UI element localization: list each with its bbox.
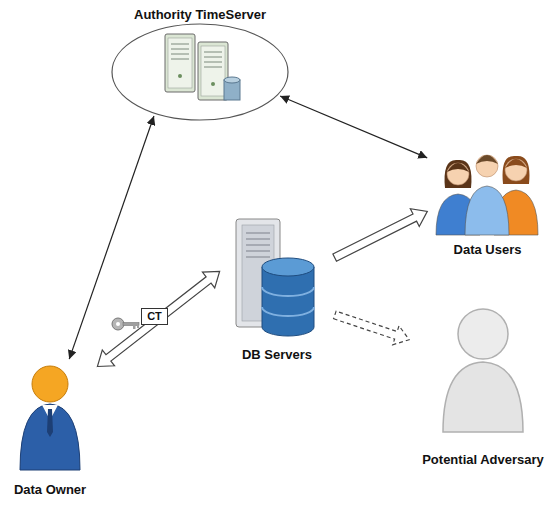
node-label: DB Servers [242, 347, 312, 363]
flow-arrow [97, 271, 219, 366]
node-label: Potential Adversary [422, 452, 544, 468]
edge-label: CT [141, 308, 168, 325]
link-arrow [280, 96, 427, 158]
key-icon [112, 318, 139, 330]
node-label: Data Users [454, 242, 522, 258]
timeserver-icon [110, 6, 290, 120]
node-label: Authority TimeServer [134, 7, 266, 23]
flow-arrow [334, 311, 410, 345]
db-node: DB Servers [222, 215, 332, 365]
timeserver-node: Authority TimeServer [110, 6, 290, 120]
node-label: Data Owner [14, 482, 86, 498]
server-ellipse [112, 24, 288, 120]
db-icon [222, 215, 332, 365]
owner-icon [5, 362, 95, 500]
flow-arrow [333, 209, 427, 262]
owner-node: Data Owner [5, 362, 95, 500]
users-node: Data Users [430, 140, 545, 260]
adversary-node: Potential Adversary [412, 300, 554, 470]
adversary-icon [412, 300, 554, 470]
